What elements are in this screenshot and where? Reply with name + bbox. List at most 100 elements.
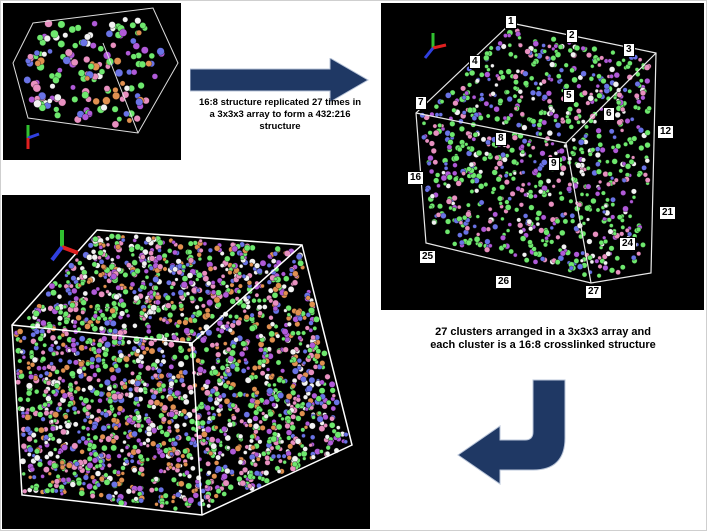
atom-sphere — [18, 339, 23, 344]
atom-sphere — [546, 98, 553, 104]
atom-sphere — [64, 422, 72, 429]
atom-sphere — [483, 182, 489, 187]
atom-sphere — [634, 93, 640, 99]
atom-sphere — [288, 272, 293, 277]
atom-sphere — [186, 272, 194, 279]
atom-sphere — [47, 471, 52, 476]
atom-sphere — [587, 95, 594, 102]
atom-sphere — [580, 172, 586, 177]
atom-sphere — [72, 42, 79, 49]
atom-sphere — [170, 300, 175, 305]
atom-sphere — [610, 176, 615, 181]
atom-sphere — [124, 392, 130, 397]
atom-sphere — [43, 35, 51, 42]
atom-sphere — [204, 404, 211, 411]
atom-sphere — [603, 83, 610, 90]
atom-sphere — [62, 32, 69, 39]
atom-sphere — [163, 431, 171, 438]
atom-sphere — [180, 382, 186, 388]
atom-sphere — [62, 56, 71, 65]
atom-sphere — [16, 371, 20, 376]
atom-sphere — [251, 475, 256, 480]
atom-sphere — [637, 57, 643, 62]
atom-sphere — [331, 428, 337, 434]
atom-sphere — [200, 359, 205, 365]
atom-sphere — [237, 271, 242, 276]
atom-sphere — [133, 294, 140, 302]
atom-sphere — [252, 415, 259, 422]
atom-sphere — [104, 379, 111, 386]
atom-sphere — [543, 242, 548, 248]
atom-sphere — [174, 450, 180, 456]
atom-sphere — [610, 214, 616, 220]
atom-sphere — [580, 157, 586, 163]
atom-sphere — [16, 328, 24, 335]
atom-sphere — [529, 75, 535, 81]
atom-sphere — [40, 350, 46, 355]
atom-sphere — [590, 64, 595, 69]
atom-sphere — [616, 214, 623, 220]
atom-sphere — [262, 351, 267, 356]
atom-sphere — [239, 418, 245, 424]
atom-sphere — [101, 335, 108, 342]
atom-sphere — [226, 287, 231, 293]
atom-sphere — [643, 64, 651, 71]
atom-sphere — [508, 248, 514, 255]
atom-sphere — [546, 130, 553, 137]
atom-sphere — [514, 207, 520, 213]
atom-sphere — [308, 369, 315, 376]
atom-sphere — [214, 342, 220, 347]
atom-sphere — [196, 288, 201, 293]
atom-sphere — [467, 134, 473, 140]
atom-sphere — [595, 168, 602, 175]
atom-sphere — [452, 100, 459, 107]
atom-sphere — [323, 423, 328, 428]
atom-sphere — [568, 124, 574, 130]
atom-sphere — [518, 202, 524, 208]
atom-sphere — [108, 366, 115, 373]
atom-sphere — [91, 261, 98, 268]
atom-sphere — [64, 468, 69, 473]
atom-sphere — [110, 444, 117, 452]
atom-sphere — [521, 170, 526, 175]
atom-sphere — [590, 147, 596, 153]
atom-sphere — [521, 138, 528, 144]
atom-sphere — [531, 96, 536, 101]
atom-sphere — [478, 199, 485, 206]
atom-sphere — [433, 177, 440, 184]
atom-sphere — [292, 367, 299, 375]
atom-sphere — [126, 117, 133, 124]
atom-sphere — [443, 161, 448, 166]
atom-sphere — [500, 216, 505, 221]
atom-sphere — [126, 417, 133, 424]
atom-sphere — [312, 364, 319, 370]
atom-sphere — [484, 151, 490, 157]
atom-sphere — [250, 445, 256, 450]
atom-sphere — [135, 410, 141, 416]
atom-sphere — [343, 432, 349, 437]
atom-sphere — [189, 440, 194, 446]
atom-sphere — [138, 60, 146, 68]
atom-sphere — [225, 368, 231, 374]
atom-sphere — [475, 214, 480, 219]
atom-sphere — [103, 412, 109, 418]
atom-sphere — [424, 138, 430, 144]
atom-sphere — [234, 314, 239, 320]
atom-sphere — [469, 69, 476, 77]
atom-sphere — [140, 472, 145, 477]
atom-sphere — [243, 314, 250, 321]
atom-sphere — [134, 17, 142, 25]
atom-sphere — [588, 76, 594, 82]
atom-sphere — [528, 226, 534, 232]
cluster-label: 12 — [657, 125, 675, 139]
atom-sphere — [457, 146, 463, 153]
atom-sphere — [590, 197, 597, 205]
atom-sphere — [500, 234, 506, 241]
atom-sphere — [90, 474, 96, 480]
atom-sphere — [435, 212, 442, 218]
cluster-label: 6 — [603, 107, 615, 121]
atom-sphere — [22, 488, 28, 494]
atom-sphere — [571, 76, 578, 84]
atom-sphere — [98, 68, 106, 75]
atom-sphere — [246, 418, 253, 424]
